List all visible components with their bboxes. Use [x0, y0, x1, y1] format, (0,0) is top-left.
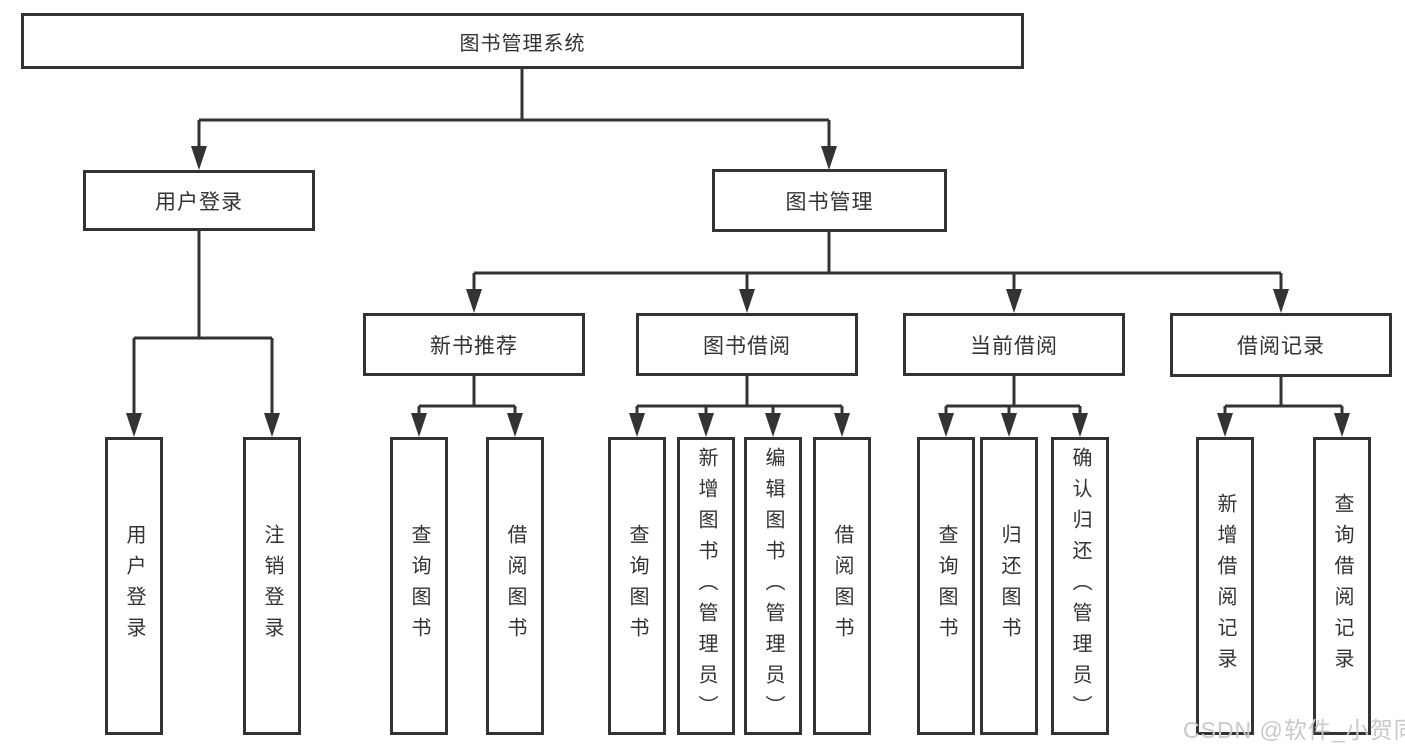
node-new-book-recommendation: 新书推荐: [363, 313, 585, 376]
leaf-rec-borrow-books-label: 借阅图书: [504, 524, 526, 648]
connector-mgmt-to-level3: [466, 232, 1289, 313]
leaf-current-confirm-return-admin: 确认归还（管理员）: [1051, 437, 1109, 735]
leaf-borrow-query-books: 查询图书: [608, 437, 666, 735]
leaf-current-return-books: 归还图书: [980, 437, 1038, 735]
leaf-current-query-books-label: 查询图书: [935, 524, 957, 648]
node-book-borrowing: 图书借阅: [636, 313, 858, 376]
connector-borrow-to-leaves: [629, 376, 850, 437]
leaf-borrow-edit-books-admin-label: 编辑图书（管理员）: [762, 446, 784, 726]
connector-login-to-leaves: [126, 230, 280, 437]
leaf-current-return-books-label: 归还图书: [998, 524, 1020, 648]
leaf-add-borrow-record: 新增借阅记录: [1196, 437, 1254, 735]
node-new-book-recommendation-label: 新书推荐: [430, 334, 518, 358]
connector-current-to-leaves: [938, 376, 1088, 437]
node-library-management-system-label: 图书管理系统: [459, 32, 586, 55]
leaf-query-borrow-record: 查询借阅记录: [1313, 437, 1371, 735]
node-book-borrowing-label: 图书借阅: [703, 334, 791, 358]
leaf-rec-query-books-label: 查询图书: [408, 524, 430, 648]
node-library-management-system: 图书管理系统: [21, 13, 1024, 69]
leaf-current-confirm-return-admin-label: 确认归还（管理员）: [1069, 446, 1091, 726]
leaf-rec-borrow-books: 借阅图书: [486, 437, 544, 735]
leaf-query-borrow-record-label: 查询借阅记录: [1331, 493, 1353, 679]
leaf-borrow-borrow-books: 借阅图书: [813, 437, 871, 735]
connector-newbook-to-leaves: [411, 376, 523, 437]
node-book-management: 图书管理: [712, 169, 947, 232]
leaf-borrow-borrow-books-label: 借阅图书: [831, 524, 853, 648]
leaf-borrow-add-books-admin-label: 新增图书（管理员）: [695, 446, 717, 726]
node-current-borrowing: 当前借阅: [903, 313, 1125, 376]
leaf-borrow-query-books-label: 查询图书: [626, 524, 648, 648]
connector-records-to-leaves: [1217, 376, 1350, 437]
leaf-borrow-edit-books-admin: 编辑图书（管理员）: [744, 437, 802, 735]
node-borrowing-records: 借阅记录: [1170, 313, 1392, 377]
node-book-management-label: 图书管理: [785, 190, 874, 214]
leaf-logout-label: 注销登录: [261, 524, 283, 648]
leaf-user-login-label: 用户登录: [123, 524, 145, 648]
node-borrowing-records-label: 借阅记录: [1237, 335, 1325, 358]
leaf-user-login: 用户登录: [105, 437, 163, 735]
leaf-add-borrow-record-label: 新增借阅记录: [1214, 493, 1236, 679]
csdn-watermark: CSDN @软件_小贺同学: [1183, 717, 1405, 743]
connector-root-to-level2: [191, 68, 837, 170]
leaf-current-query-books: 查询图书: [917, 437, 975, 735]
node-current-borrowing-label: 当前借阅: [970, 334, 1058, 358]
leaf-logout: 注销登录: [243, 437, 301, 735]
node-user-login: 用户登录: [83, 170, 315, 231]
leaf-borrow-add-books-admin: 新增图书（管理员）: [677, 437, 735, 735]
node-user-login-label: 用户登录: [155, 190, 243, 214]
leaf-rec-query-books: 查询图书: [390, 437, 448, 735]
